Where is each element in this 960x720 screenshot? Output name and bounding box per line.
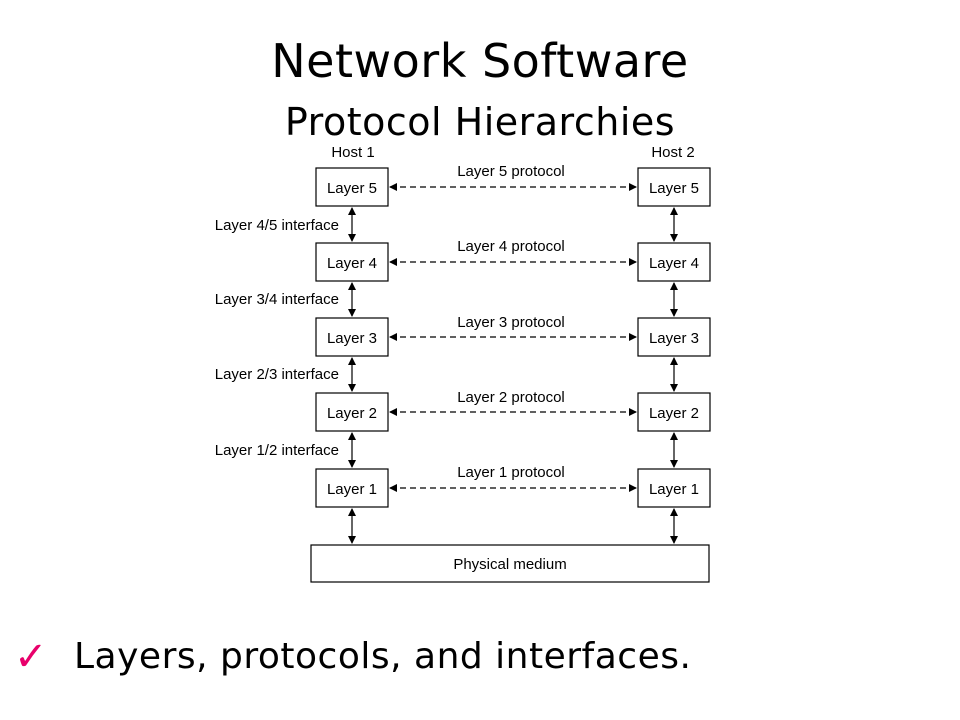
host1-layer-3-box: Layer 3: [315, 317, 389, 357]
host1-layer-1-box: Layer 1: [315, 468, 389, 508]
checkmark-icon: ✓: [14, 634, 48, 680]
host2-label: Host 2: [651, 144, 694, 161]
host2-layer-4-box: Layer 4: [637, 242, 711, 282]
layer-5-protocol-label: Layer 5 protocol: [457, 163, 565, 180]
layer-3-protocol-label: Layer 3 protocol: [457, 314, 565, 331]
interface-2-3-label: Layer 2/3 interface: [215, 366, 339, 383]
layer-4-protocol-label: Layer 4 protocol: [457, 238, 565, 255]
host1-layer-3-label: Layer 3: [327, 330, 377, 347]
host1-layer-4-box: Layer 4: [315, 242, 389, 282]
host2-layer-1-label: Layer 1: [649, 481, 699, 498]
layer-2-protocol-label: Layer 2 protocol: [457, 389, 565, 406]
host1-layer-5-box: Layer 5: [315, 167, 389, 207]
host1-layer-5-label: Layer 5: [327, 180, 377, 197]
host1-layer-2-label: Layer 2: [327, 405, 377, 422]
interface-4-5-label: Layer 4/5 interface: [215, 217, 339, 234]
host2-layer-3-box: Layer 3: [637, 317, 711, 357]
host2-layer-2-label: Layer 2: [649, 405, 699, 422]
physical-medium-label: Physical medium: [453, 556, 566, 573]
slide-title: Network Software: [271, 34, 689, 88]
host1-layer-1-label: Layer 1: [327, 481, 377, 498]
host2-layer-4-label: Layer 4: [649, 255, 699, 272]
layer-1-protocol-label: Layer 1 protocol: [457, 464, 565, 481]
host2-layer-2-box: Layer 2: [637, 392, 711, 432]
host2-layer-5-box: Layer 5: [637, 167, 711, 207]
host2-layer-1-box: Layer 1: [637, 468, 711, 508]
host1-layer-2-box: Layer 2: [315, 392, 389, 432]
host1-layer-4-label: Layer 4: [327, 255, 377, 272]
slide-subtitle: Protocol Hierarchies: [284, 100, 676, 144]
physical-medium-box: Physical medium: [310, 544, 710, 583]
interface-3-4-label: Layer 3/4 interface: [215, 291, 339, 308]
interface-1-2-label: Layer 1/2 interface: [215, 442, 339, 459]
host2-layer-3-label: Layer 3: [649, 330, 699, 347]
host1-label: Host 1: [331, 144, 374, 161]
bullet-text: Layers, protocols, and interfaces.: [74, 636, 692, 677]
host2-layer-5-label: Layer 5: [649, 180, 699, 197]
